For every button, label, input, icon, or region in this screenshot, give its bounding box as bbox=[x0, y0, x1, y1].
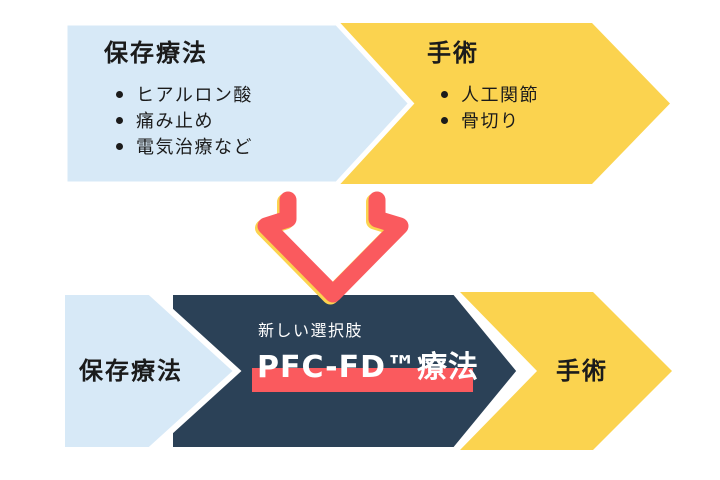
merge-down-arrow-icon bbox=[257, 191, 409, 303]
list-item: ヒアルロン酸 bbox=[116, 81, 253, 107]
bullet-dot-icon bbox=[441, 116, 448, 124]
bullet-dot-icon bbox=[116, 142, 123, 150]
list-item-label: 人工関節 bbox=[461, 85, 539, 106]
new-option-title: PFC-FD™療法 bbox=[257, 350, 480, 385]
list-item: 人工関節 bbox=[441, 81, 539, 107]
bullet-dot-icon bbox=[116, 116, 123, 124]
list-item-label: 電気治療など bbox=[136, 137, 253, 158]
top-surgery-title: 手術 bbox=[427, 39, 479, 67]
bullet-dot-icon bbox=[116, 90, 123, 98]
top-surgery-list: 人工関節 骨切り bbox=[441, 81, 539, 133]
list-item: 電気治療など bbox=[116, 133, 253, 159]
top-surgery-arrow-shape bbox=[333, 23, 670, 184]
bottom-surgery-label: 手術 bbox=[556, 357, 608, 385]
new-option-highlight-bar bbox=[252, 368, 473, 392]
top-conservative-list: ヒアルロン酸 痛み止め 電気治療など bbox=[116, 81, 253, 159]
top-conservative-title: 保存療法 bbox=[104, 39, 208, 67]
list-item: 骨切り bbox=[441, 107, 539, 133]
bullet-dot-icon bbox=[441, 90, 448, 98]
new-option-subtitle: 新しい選択肢 bbox=[258, 321, 364, 340]
bottom-conservative-arrow-shape bbox=[59, 289, 242, 453]
list-item-label: 骨切り bbox=[461, 111, 520, 132]
bottom-surgery-arrow-shape bbox=[460, 292, 672, 450]
bottom-conservative-label: 保存療法 bbox=[79, 357, 183, 385]
top-conservative-arrow-shape bbox=[62, 20, 415, 187]
list-item-label: 痛み止め bbox=[136, 111, 214, 132]
list-item: 痛み止め bbox=[116, 107, 253, 133]
list-item-label: ヒアルロン酸 bbox=[136, 85, 253, 106]
